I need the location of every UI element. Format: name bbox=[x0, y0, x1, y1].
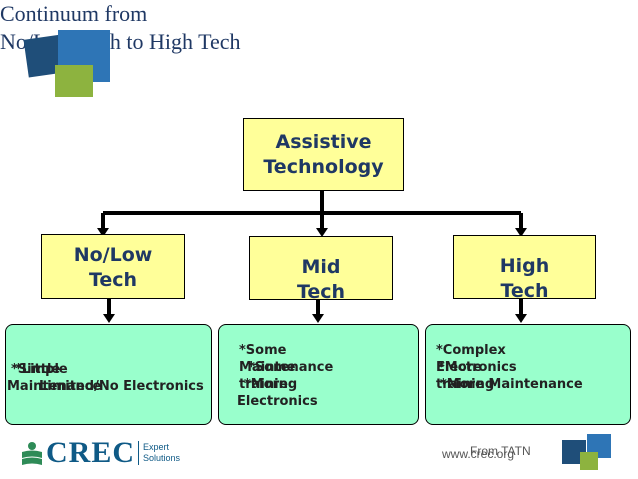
description-high-tech: *Complex Electronics *More training *Mor… bbox=[425, 324, 631, 425]
root-line-1: Assistive bbox=[275, 130, 372, 153]
desc-line-2a: Electronics bbox=[436, 360, 517, 375]
category-label-line-2: Tech bbox=[500, 280, 549, 302]
desc-line-1: *Some bbox=[239, 343, 287, 358]
category-label-line-1: Mid bbox=[301, 256, 341, 278]
desc-line-3b: *More Maintenance bbox=[440, 377, 583, 392]
category-label-line-2: Tech bbox=[296, 281, 346, 303]
desc-line-2b: *More bbox=[438, 360, 482, 375]
desc-line-2b: *Some bbox=[248, 360, 296, 375]
desc-line-4: Electronics bbox=[237, 394, 318, 409]
logo-divider bbox=[138, 441, 139, 465]
tagline-line-2: Solutions bbox=[143, 453, 181, 463]
desc-line-1: *Complex bbox=[436, 343, 506, 358]
footer-url[interactable]: www.crec.org bbox=[442, 447, 515, 461]
description-no-low-tech: *Simple *Little Maintenance Limited/No E… bbox=[5, 324, 212, 425]
crec-logo-icon bbox=[22, 442, 42, 465]
desc-line-2a: Maintenance bbox=[239, 360, 334, 375]
desc-line-2a: Maintenance bbox=[7, 379, 102, 394]
category-label-line-1: No/Low bbox=[73, 244, 153, 266]
desc-line-2b: Limited/No Electronics bbox=[39, 379, 204, 394]
category-label-line-2: Tech bbox=[88, 269, 138, 291]
description-mid-tech: *Some Maintenance *Some training *More E… bbox=[218, 324, 419, 425]
title-line-1: Continuum from bbox=[0, 1, 148, 26]
desc-overlap-b: *Little bbox=[15, 362, 61, 377]
crec-logo-text: CREC bbox=[46, 436, 136, 469]
desc-line-3a: training bbox=[436, 377, 495, 392]
category-label-line-1: High bbox=[499, 255, 550, 277]
footer-credit: From TATN bbox=[470, 444, 531, 458]
category-mid-tech: Mid Tech bbox=[249, 236, 393, 303]
desc-line-3b: *More bbox=[244, 377, 288, 392]
tagline-line-1: Expert bbox=[143, 442, 170, 452]
desc-overlap-a: *Simple bbox=[11, 362, 68, 377]
crec-tagline: Expert Solutions bbox=[143, 442, 180, 464]
root-node-assistive-technology: Assistive Technology bbox=[243, 118, 404, 191]
root-line-2: Technology bbox=[263, 155, 384, 178]
desc-line-3a: training bbox=[239, 377, 298, 392]
category-high-tech: High Tech bbox=[453, 235, 596, 302]
category-no-low-tech: No/Low Tech bbox=[41, 234, 185, 299]
